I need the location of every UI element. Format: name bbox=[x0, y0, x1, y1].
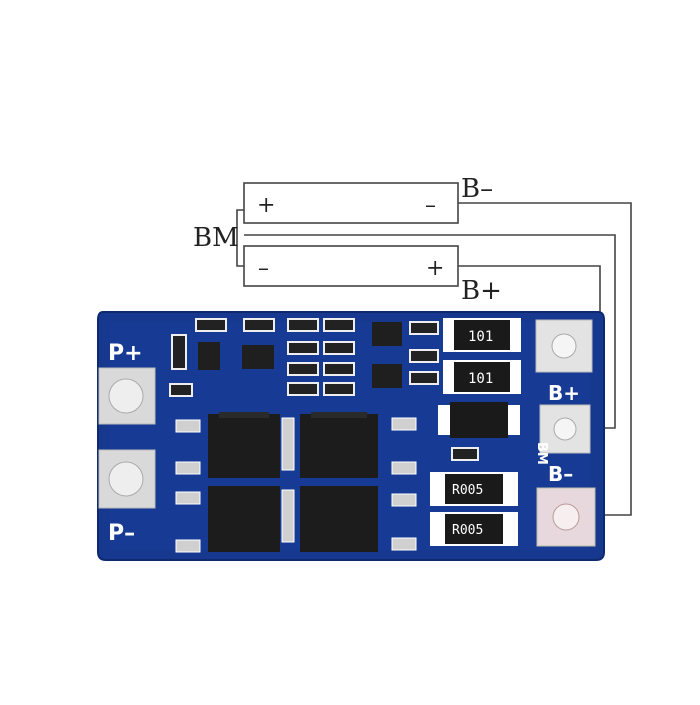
shunt-r005-top-code: R005 bbox=[452, 483, 483, 498]
mosfet-4 bbox=[300, 486, 378, 552]
b-plus-silkscreen: B+ bbox=[548, 381, 580, 405]
mosfet-array bbox=[175, 412, 417, 553]
cell-bottom-minus: – bbox=[258, 256, 269, 281]
cell-polarity-labels: + – – + bbox=[257, 193, 444, 281]
shunt-r005-bottom-code: R005 bbox=[452, 523, 483, 538]
cell-bottom-plus: + bbox=[426, 256, 444, 281]
b-plus-label: B+ bbox=[461, 276, 502, 306]
cell-top-minus: – bbox=[425, 193, 436, 218]
p-minus-pad bbox=[98, 449, 156, 509]
resistor-101-top: 101 bbox=[443, 318, 521, 352]
b-minus-pad bbox=[536, 487, 596, 547]
shunt-r005-top: R005 bbox=[430, 472, 518, 506]
b-minus-label: B– bbox=[461, 174, 493, 204]
b-minus-silkscreen: B– bbox=[548, 462, 573, 486]
bm-wire-left bbox=[236, 209, 244, 267]
bm-label: BM bbox=[193, 223, 239, 253]
bm-pad bbox=[539, 404, 591, 454]
mosfet-1 bbox=[208, 414, 280, 478]
b-minus-top-pad bbox=[535, 319, 593, 373]
p-minus-silkscreen: P– bbox=[108, 521, 135, 546]
shunt-r005-bottom: R005 bbox=[430, 512, 518, 546]
battery-cell-top bbox=[243, 182, 459, 224]
resistor-101-mid-code: 101 bbox=[468, 371, 493, 387]
bm-silkscreen: BM bbox=[534, 442, 549, 465]
cell-top-plus: + bbox=[257, 193, 275, 218]
resistor-101-mid: 101 bbox=[443, 360, 521, 394]
resistor-101-top-code: 101 bbox=[468, 329, 493, 345]
wire-labels: B– BM B+ bbox=[193, 174, 502, 306]
mosfet-2 bbox=[300, 414, 378, 478]
small-cap bbox=[451, 447, 479, 461]
battery-cell-bottom bbox=[243, 245, 459, 287]
b-minus-wire bbox=[458, 202, 632, 516]
mosfet-3 bbox=[208, 486, 280, 552]
p-plus-pad bbox=[98, 367, 156, 425]
top-smd-components bbox=[169, 318, 439, 397]
pcb-board: P+ P– B+ BM B– bbox=[97, 311, 605, 561]
p-plus-silkscreen: P+ bbox=[108, 341, 143, 366]
